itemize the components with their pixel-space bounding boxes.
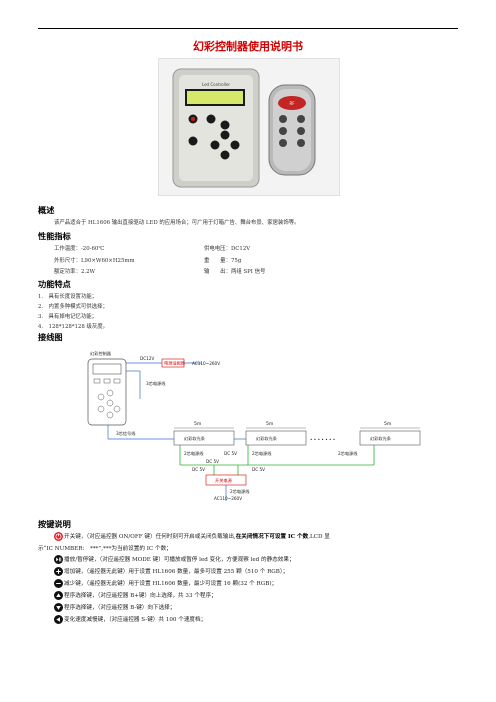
dc5v-label: DC 5V [192,467,205,472]
svg-text:幻彩软光条: 幻彩软光条 [184,435,206,442]
spec-left-3: 额定功率：2.2W [54,269,96,275]
specs-heading: 性能指标 [38,231,71,241]
dc12v-label: DC12V [140,356,154,361]
two-core-power-label: 2芯电源线 [184,450,204,457]
spec-left-2: 外形尺寸：L90×W60×H25mm [54,258,135,264]
svg-text:5m: 5m [384,421,392,427]
feature-item: 4. 128*128*128 级灰度。 [38,324,109,330]
two-core-main-label: 2芯电源线 [230,488,250,495]
keys-heading: 按键说明 [38,519,71,529]
overview-heading: 概述 [38,205,55,215]
three-core-power-label: 3芯电源线 [146,380,166,387]
controller-diagram: 幻彩控制器 [87,350,127,426]
dc5v-label: DC 5V [206,459,219,464]
minus-icon [54,578,63,588]
svg-text:幻彩软光条: 幻彩软光条 [370,435,392,442]
switch-power-label: 开关电源 [215,477,233,484]
ac-main-label: AC110~260V [214,496,242,501]
dc5v-label: DC 5V [224,451,237,456]
remote-control-image: RF [268,84,316,176]
feature-item: 1. 具有长度设置功能； [38,294,98,300]
spec-right-2: 重 量：75g [204,258,242,264]
two-core-power-label: 2芯电源线 [252,450,272,457]
down-arrow-icon [54,602,63,612]
svg-text:5m: 5m [266,421,274,427]
page-title: 幻彩控制器使用说明书 [193,40,303,53]
feature-item: 3. 具有掉电记忆功能； [38,314,98,320]
key-row-down: 程序选择键，（对应遥控器 B-键）向下选择； [54,602,175,612]
overview-text: 该产品适合于 HL1606 输出直接驱动 LED 的应用场合；可广用于灯箱广告、… [54,220,300,226]
controller-device-image: Led Controller [172,68,260,188]
key-row-minus: 减少键，（遥控器无此键）用于设置 HL1606 数量，最少可设置 16 颗(32… [54,578,277,588]
dc5v-label: DC 5V [252,467,265,472]
key-row-power: 开关键，（对应遥控器 ON/OFF 键）任何时刻可开启或关闭负载输出,在关闭情况… [54,531,330,541]
remote-label: RF [289,101,295,106]
spec-right-1: 供电电压：DC12V [204,246,251,252]
controller-label: 幻彩控制器 [90,350,112,357]
header-rule [38,28,458,29]
controller-label: Led Controller [202,82,230,87]
two-core-power-label: 2芯电源线 [338,450,358,457]
wiring-diagram: 幻彩控制器 DC12V 电源适配器 AC110~260V [84,345,424,501]
svg-text:幻彩软光条: 幻彩软光条 [256,435,278,442]
key-row-up: 程序选择键，（对应遥控器 B+键）向上选择，共 33 个程序； [54,590,217,600]
key-row-left: 变化速度减慢键，（对应遥控器 S-键）共 100 个速度档； [54,614,206,624]
light-strip-2: 5m 幻彩软光条 [245,421,307,446]
plus-icon [54,566,63,576]
key-row-play-pause: 播放/暂停键，（对应遥控器 MODE 键）可播放或暂停 led 变化，方便观察 … [54,554,295,564]
left-arrow-icon [54,614,63,624]
power-icon [54,531,63,541]
ic-setting-note: 在关闭情况下可设置 IC 个数 [235,534,309,540]
product-photo: Led Controller RF [158,58,340,196]
spec-right-3: 输 出：两组 SPI 信号 [204,269,266,275]
up-arrow-icon [54,590,63,600]
ac-input-label: AC110~260V [192,361,220,366]
key-row-plus: 增加键，（遥控器无此键）用于设置 HL1606 数量，最多可设置 255 颗（5… [54,566,288,576]
light-strip-last: 5m 幻彩软光条 [359,421,421,446]
play-pause-icon [54,554,63,564]
svg-text:5m: 5m [194,421,202,427]
wiring-heading: 接线图 [38,332,63,342]
key-power-continued: 示“IC NUMBER: ***”,***为当前设置的 IC 个数； [38,546,172,552]
spec-left-1: 工作温度：-20-60℃ [54,246,105,252]
feature-item: 2. 内置多种模式可供选择； [38,304,108,310]
light-strip-1: 5m 幻彩软光条 [173,421,235,446]
power-adapter-label: 电源适配器 [164,360,186,367]
continuation-dots: • • • • • • • [310,437,335,442]
three-core-signal-label: 3芯信号线 [116,430,136,437]
features-heading: 功能特点 [38,279,71,289]
